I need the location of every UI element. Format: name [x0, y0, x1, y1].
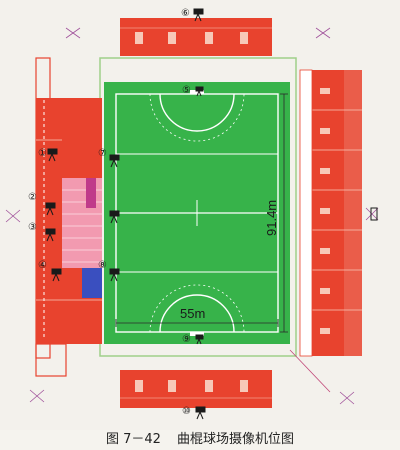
- camera-marker-2: ②: [28, 192, 37, 203]
- top-stand: [120, 18, 272, 56]
- length-dimension: [280, 93, 288, 333]
- right-stand: [299, 69, 362, 357]
- figure-title: 曲棍球场摄像机位图: [177, 432, 295, 447]
- camera-markers: ⑥ ⑤ ⑨ ⑩ ① ② ③ ④ ⑦ ⑧: [28, 8, 191, 417]
- camera-icon-field-bottom: [195, 334, 204, 345]
- width-dimension: [115, 319, 279, 327]
- hockey-field: [104, 82, 290, 344]
- camera-marker-1: ①: [38, 148, 47, 159]
- camera-icon-field-top: [195, 86, 204, 97]
- camera-marker-5: ⑤: [182, 85, 191, 96]
- left-stand: [35, 57, 102, 377]
- camera-icons: [45, 8, 206, 420]
- corner-markers: [5, 27, 379, 405]
- camera-marker-4: ④: [38, 260, 47, 271]
- figure-caption: 图 7－42 曲棍球场摄像机位图: [0, 428, 400, 447]
- shooting-circle-bottom: [159, 294, 235, 333]
- bottom-stand: [120, 370, 272, 408]
- shooting-circle-top: [159, 93, 235, 132]
- stadium-diagram: 91.4m 55m: [5, 8, 379, 420]
- camera-marker-8: ⑧: [98, 260, 107, 271]
- camera-icon-bottom: [195, 406, 206, 420]
- field-length-label: 91.4m: [264, 200, 279, 236]
- seat-block-blue: [82, 268, 102, 298]
- camera-marker-7: ⑦: [98, 148, 107, 159]
- camera-marker-6: ⑥: [181, 8, 190, 19]
- goal-top: [190, 90, 204, 94]
- figure-number: 图 7－42: [105, 432, 161, 447]
- camera-marker-9: ⑨: [182, 334, 191, 345]
- camera-marker-3: ③: [28, 222, 37, 233]
- camera-icon-top: [193, 8, 204, 22]
- field-width-label: 55m: [180, 306, 205, 321]
- goal-bottom: [190, 332, 204, 336]
- camera-marker-10: ⑩: [182, 406, 191, 417]
- camera-icon-right: [370, 207, 378, 221]
